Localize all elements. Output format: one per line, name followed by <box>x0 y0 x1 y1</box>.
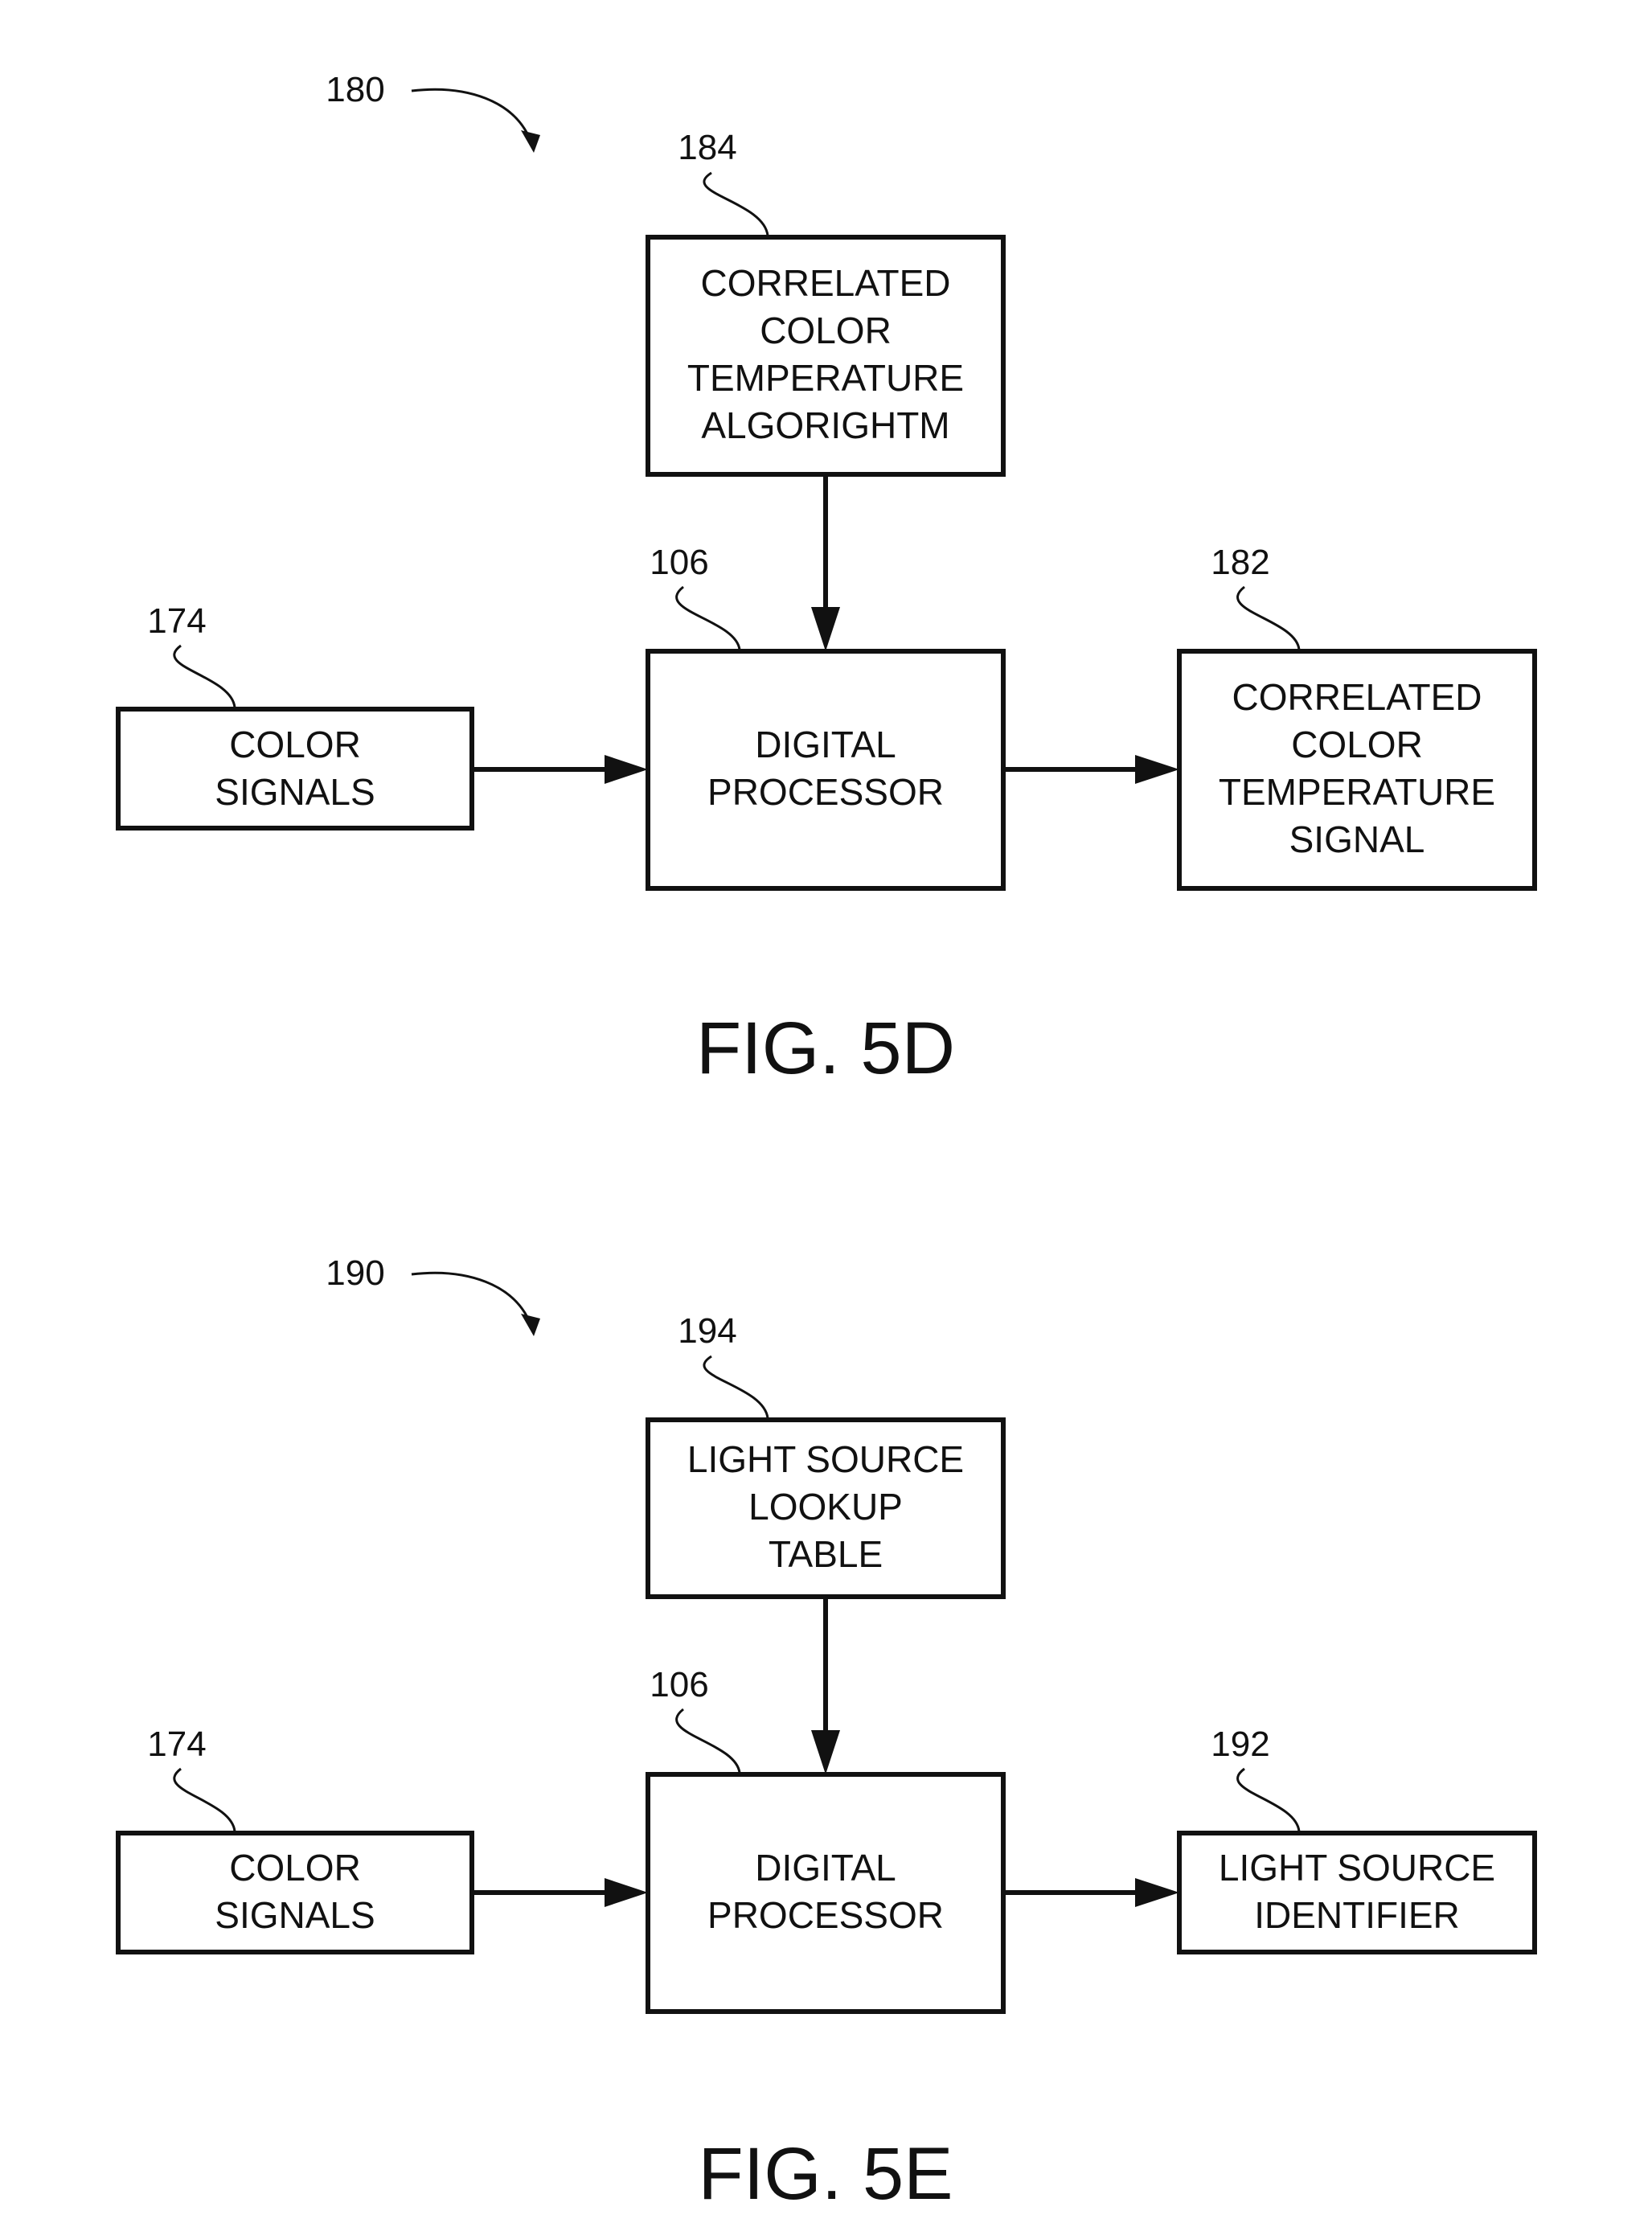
figure-ref-arrow <box>412 89 531 141</box>
lookup-table-ref-label: 194 <box>678 1311 736 1351</box>
lookup-table-box-line: LIGHT SOURCE <box>687 1438 964 1480</box>
color-signals-box-line: SIGNALS <box>215 1894 375 1936</box>
output-ref-leader <box>1238 587 1299 650</box>
figure-caption: FIG. 5E <box>699 2133 953 2215</box>
figure-ref-label: 180 <box>326 70 384 109</box>
figure-caption: FIG. 5D <box>696 1007 955 1089</box>
lookup-table-box-line: TABLE <box>769 1533 883 1575</box>
color-signals-box-line: COLOR <box>229 1847 361 1889</box>
output-ref-label: 192 <box>1211 1725 1269 1764</box>
digital-processor-box <box>648 651 1003 888</box>
arrowhead <box>605 755 648 784</box>
figure-ref-arrow <box>412 1273 531 1324</box>
processor-box-line: PROCESSOR <box>707 1894 944 1936</box>
output-box-line: COLOR <box>1291 724 1423 765</box>
algorithm-box-line: TEMPERATURE <box>687 357 964 399</box>
color-signals-box-line: SIGNALS <box>215 771 375 813</box>
color-signals-box-line: COLOR <box>229 724 361 765</box>
output-box-line: LIGHT SOURCE <box>1219 1847 1495 1889</box>
figure-5e: 190 194 LIGHT SOURCE LOOKUP TABLE 106 DI… <box>118 1253 1535 2215</box>
processor-box-line: DIGITAL <box>755 1847 896 1889</box>
processor-ref-label: 106 <box>650 1665 708 1704</box>
output-ref-label: 182 <box>1211 543 1269 582</box>
output-box-line: CORRELATED <box>1232 676 1482 718</box>
lookup-table-box-line: LOOKUP <box>748 1486 903 1528</box>
color-signals-ref-label: 174 <box>147 601 206 641</box>
figure-ref-arrowhead <box>521 130 540 153</box>
processor-box-line: DIGITAL <box>755 724 896 765</box>
color-signals-ref-leader <box>174 1769 235 1831</box>
arrowhead <box>811 607 840 651</box>
algorithm-box-line: CORRELATED <box>701 262 951 304</box>
figure-ref-label: 190 <box>326 1253 384 1293</box>
arrowhead <box>1135 1878 1179 1907</box>
algorithm-box-line: ALGORIGHTM <box>701 404 949 446</box>
arrowhead <box>605 1878 648 1907</box>
algorithm-ref-label: 184 <box>678 128 736 167</box>
arrowhead <box>1135 755 1179 784</box>
figure-5d: 180 184 CORRELATED COLOR TEMPERATURE ALG… <box>118 70 1535 1089</box>
output-box-line: SIGNAL <box>1289 818 1425 860</box>
processor-ref-leader <box>677 1709 740 1773</box>
arrowhead <box>811 1730 840 1774</box>
processor-box-line: PROCESSOR <box>707 771 944 813</box>
algorithm-box-line: COLOR <box>760 310 892 351</box>
output-box-line: IDENTIFIER <box>1254 1894 1460 1936</box>
color-signals-ref-label: 174 <box>147 1725 206 1764</box>
color-signals-ref-leader <box>174 646 235 708</box>
figure-ref-arrowhead <box>521 1314 540 1336</box>
output-ref-leader <box>1238 1769 1299 1831</box>
processor-ref-leader <box>677 587 740 650</box>
processor-ref-label: 106 <box>650 543 708 582</box>
output-box-line: TEMPERATURE <box>1219 771 1495 813</box>
algorithm-ref-leader <box>704 173 768 236</box>
digital-processor-box <box>648 1774 1003 2012</box>
lookup-table-ref-leader <box>704 1356 768 1418</box>
